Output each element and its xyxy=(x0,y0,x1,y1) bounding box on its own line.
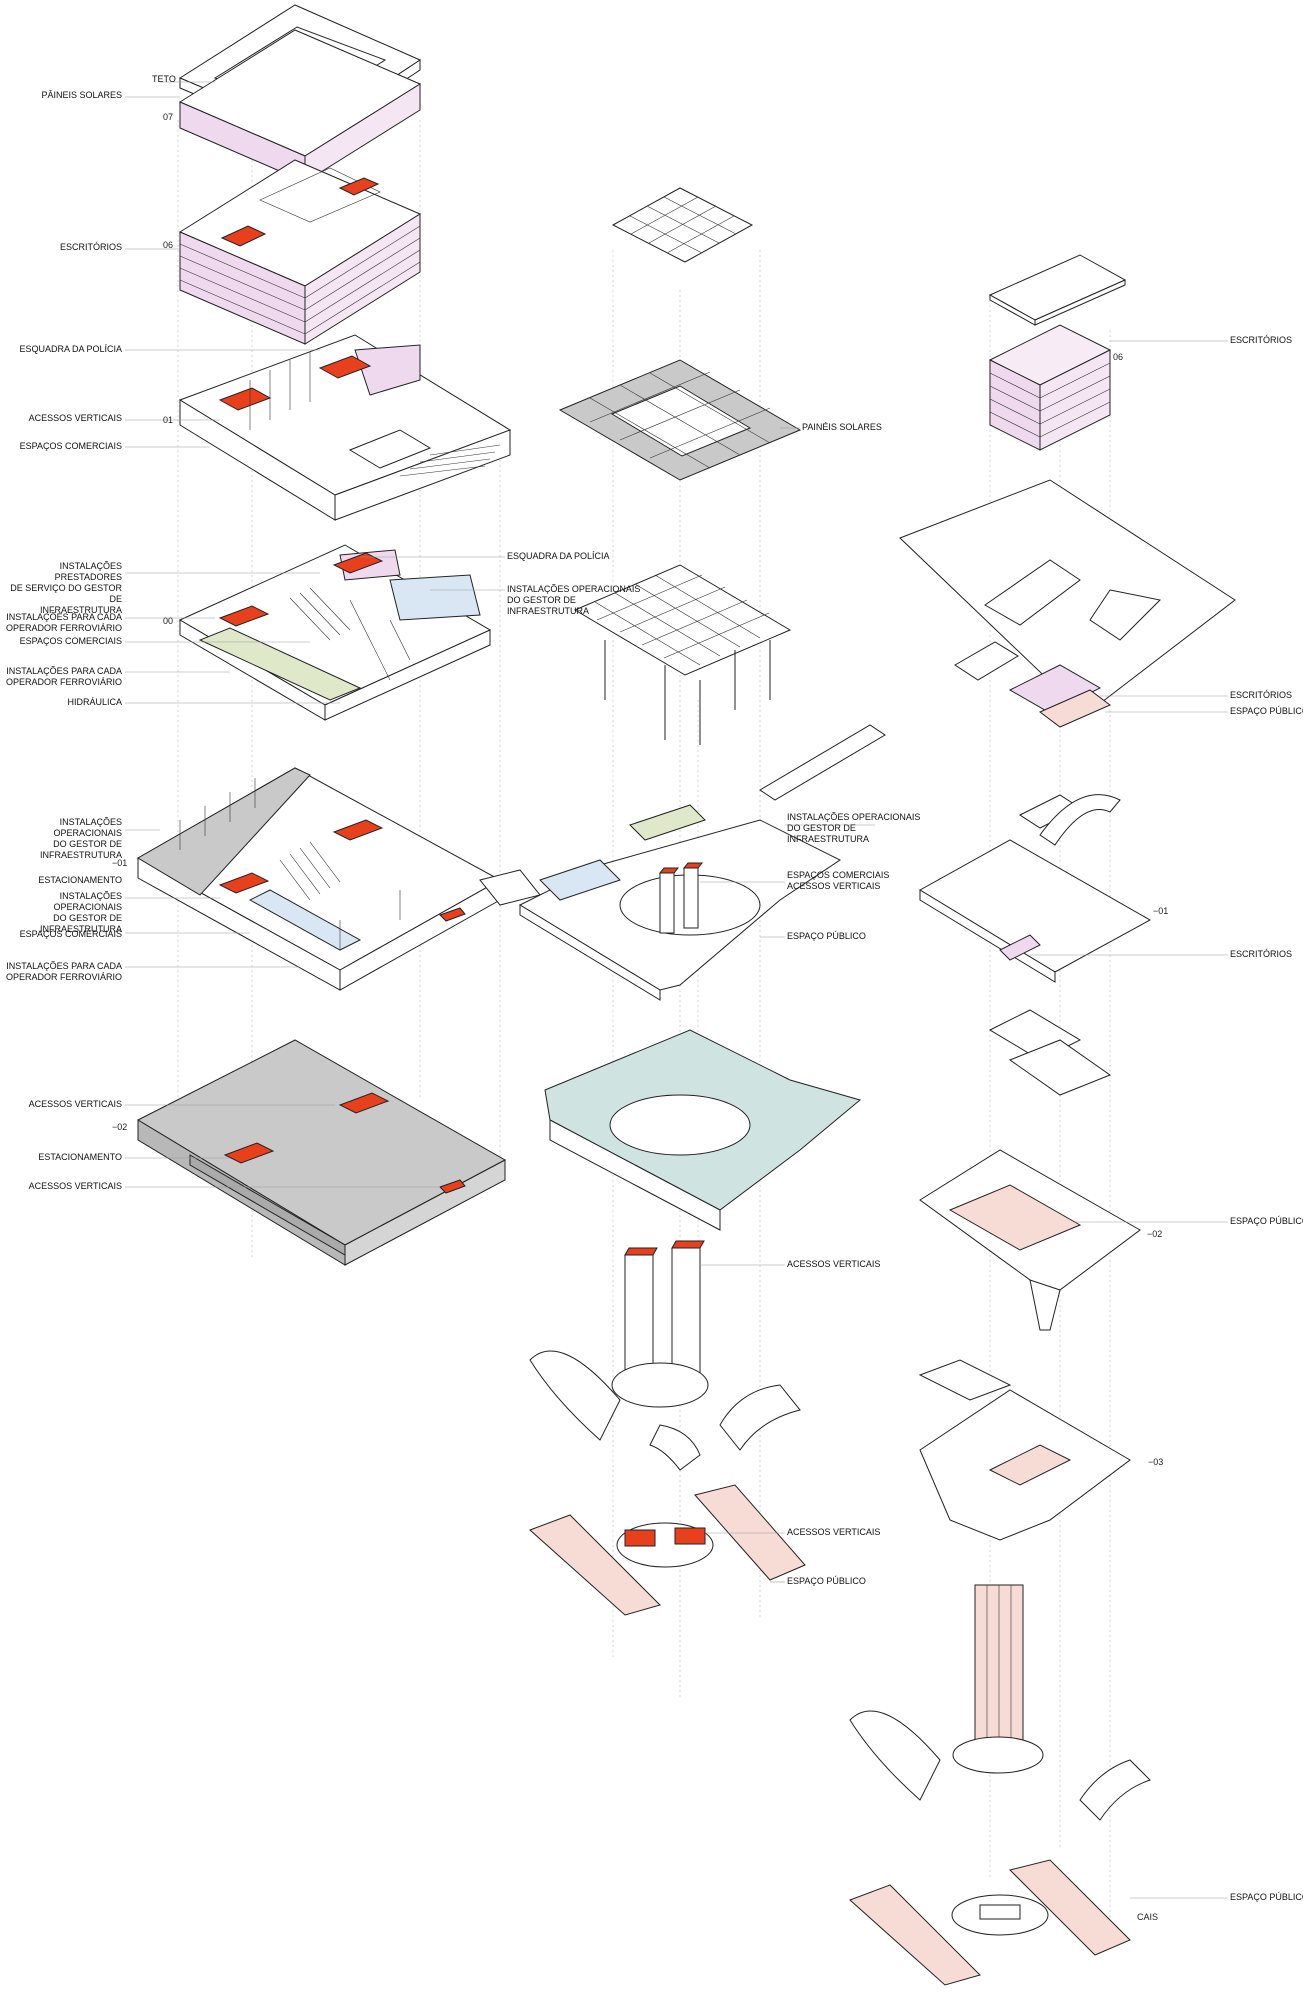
pergola-structure xyxy=(573,564,792,745)
middle-level-minus02 xyxy=(544,1029,862,1231)
label-esquadra-policia: ESQUADRA DA POLÍCIA xyxy=(19,344,122,354)
level-00: 00 xyxy=(163,616,174,626)
level-minus01-right: −01 xyxy=(1153,906,1169,916)
label-espaco-publico-right-1: ESPAÇO PÚBLICO xyxy=(1230,706,1303,716)
label-acessos-verticais-2: ACESSOS VERTICAIS xyxy=(28,1099,122,1109)
label-instalacoes-operacionais-mid: INSTALAÇÕES OPERACIONAIS DO GESTOR DE IN… xyxy=(787,812,921,844)
label-esquadra-policia-2: ESQUADRA DA POLÍCIA xyxy=(507,551,610,561)
office-block-06 xyxy=(178,159,422,345)
label-espaco-publico-mid-1: ESPAÇO PÚBLICO xyxy=(787,931,866,941)
leader-lines xyxy=(125,81,1228,1899)
right-level-minus02 xyxy=(919,1149,1141,1331)
level-01: 01 xyxy=(163,415,174,425)
grid-roof xyxy=(611,187,754,263)
label-escritorios-right-3: ESCRITÓRIOS xyxy=(1230,949,1293,959)
level-minus01-plate xyxy=(136,767,541,991)
solar-panel-frame xyxy=(558,359,802,481)
level-01-plate xyxy=(178,334,512,521)
label-instalacoes-operacionais-2: INSTALAÇÕES OPERACIONAIS DO GESTOR DE IN… xyxy=(39,891,122,934)
middle-platform-level xyxy=(529,1484,806,1616)
middle-level-minus01 xyxy=(518,724,886,1001)
level-07: 07 xyxy=(163,112,174,122)
right-level-minus03 xyxy=(918,1359,1131,1541)
label-instalacoes-operacionais-1: INSTALAÇÕES OPERACIONAIS DO GESTOR DE IN… xyxy=(39,817,122,860)
right-vertical-shaft xyxy=(849,1584,1151,1821)
label-espaco-publico-right-2: ESPAÇO PÚBLICO xyxy=(1230,1216,1303,1226)
level-06: 06 xyxy=(163,240,174,250)
label-escritorios-right-2: ESCRITÓRIOS xyxy=(1230,690,1293,700)
label-espacos-comerciais-2: ESPAÇOS COMERCIAIS xyxy=(19,636,122,646)
label-estacionamento-2: ESTACIONAMENTO xyxy=(38,1152,122,1162)
label-operador-ferroviario-3: INSTALAÇÕES PARA CADA OPERADOR FERROVIÁR… xyxy=(5,961,122,982)
label-paineis-solares-mid: PAINÉIS SOLARES xyxy=(802,422,882,432)
level-minus03-right: −03 xyxy=(1148,1457,1164,1467)
label-acessos-verticais-mid-2: ACESSOS VERTICAIS xyxy=(787,1527,881,1537)
label-acessos-verticais-1: ACESSOS VERTICAIS xyxy=(28,413,122,423)
label-comerciais-acessos-mid: ESPAÇOS COMERCIAIS ACESSOS VERTICAIS xyxy=(787,870,890,891)
label-paineis-solares: PÂINEIS SOLARES xyxy=(41,90,122,100)
label-operador-ferroviario-2: INSTALAÇÕES PARA CADA OPERADOR FERROVIÁR… xyxy=(5,666,122,687)
right-ground-plaza xyxy=(899,479,1236,728)
label-teto: TETO xyxy=(152,74,176,84)
right-office-tower xyxy=(988,324,1112,451)
label-instalacoes-operacionais-r: INSTALAÇÕES OPERACIONAIS DO GESTOR DE IN… xyxy=(507,584,641,616)
label-acessos-verticais-3: ACESSOS VERTICAIS xyxy=(28,1181,122,1191)
label-hidraulica: HIDRÁULICA xyxy=(67,697,122,707)
label-operador-ferroviario-1: INSTALAÇÕES PARA CADA OPERADOR FERROVIÁR… xyxy=(5,612,122,633)
label-espacos-comerciais-3: ESPAÇOS COMERCIAIS xyxy=(19,929,122,939)
middle-vertical-access xyxy=(529,1240,801,1471)
right-office-roof xyxy=(988,254,1127,326)
level-minus02-plate xyxy=(136,1039,507,1266)
solar-panel-level xyxy=(178,29,422,183)
label-acessos-verticais-mid-1: ACESSOS VERTICAIS xyxy=(787,1259,881,1269)
label-estacionamento-1: ESTACIONAMENTO xyxy=(38,875,122,885)
right-office-fragments xyxy=(988,1009,1112,1096)
label-espaco-publico-mid-2: ESPAÇO PÚBLICO xyxy=(787,1576,866,1586)
label-espaco-publico-right-3: ESPAÇO PÚBLICO xyxy=(1230,1892,1303,1902)
level-06-right: 06 xyxy=(1113,352,1124,362)
level-00-plate xyxy=(178,544,492,721)
label-escritorios-right-1: ESCRITÓRIOS xyxy=(1230,335,1293,345)
level-minus02: −02 xyxy=(112,1122,128,1132)
level-minus01: −01 xyxy=(112,858,128,868)
level-minus02-right: −02 xyxy=(1147,1229,1163,1239)
label-instalacoes-prestadores: INSTALAÇÕES PRESTADORES DE SERVIÇO DO GE… xyxy=(10,561,122,615)
label-cais: CAIS xyxy=(1137,1912,1159,1922)
label-escritorios: ESCRITÓRIOS xyxy=(59,242,122,252)
right-platform-level xyxy=(849,1859,1131,1986)
label-espacos-comerciais-1: ESPAÇOS COMERCIAIS xyxy=(19,441,122,451)
right-level-minus01 xyxy=(919,794,1152,983)
